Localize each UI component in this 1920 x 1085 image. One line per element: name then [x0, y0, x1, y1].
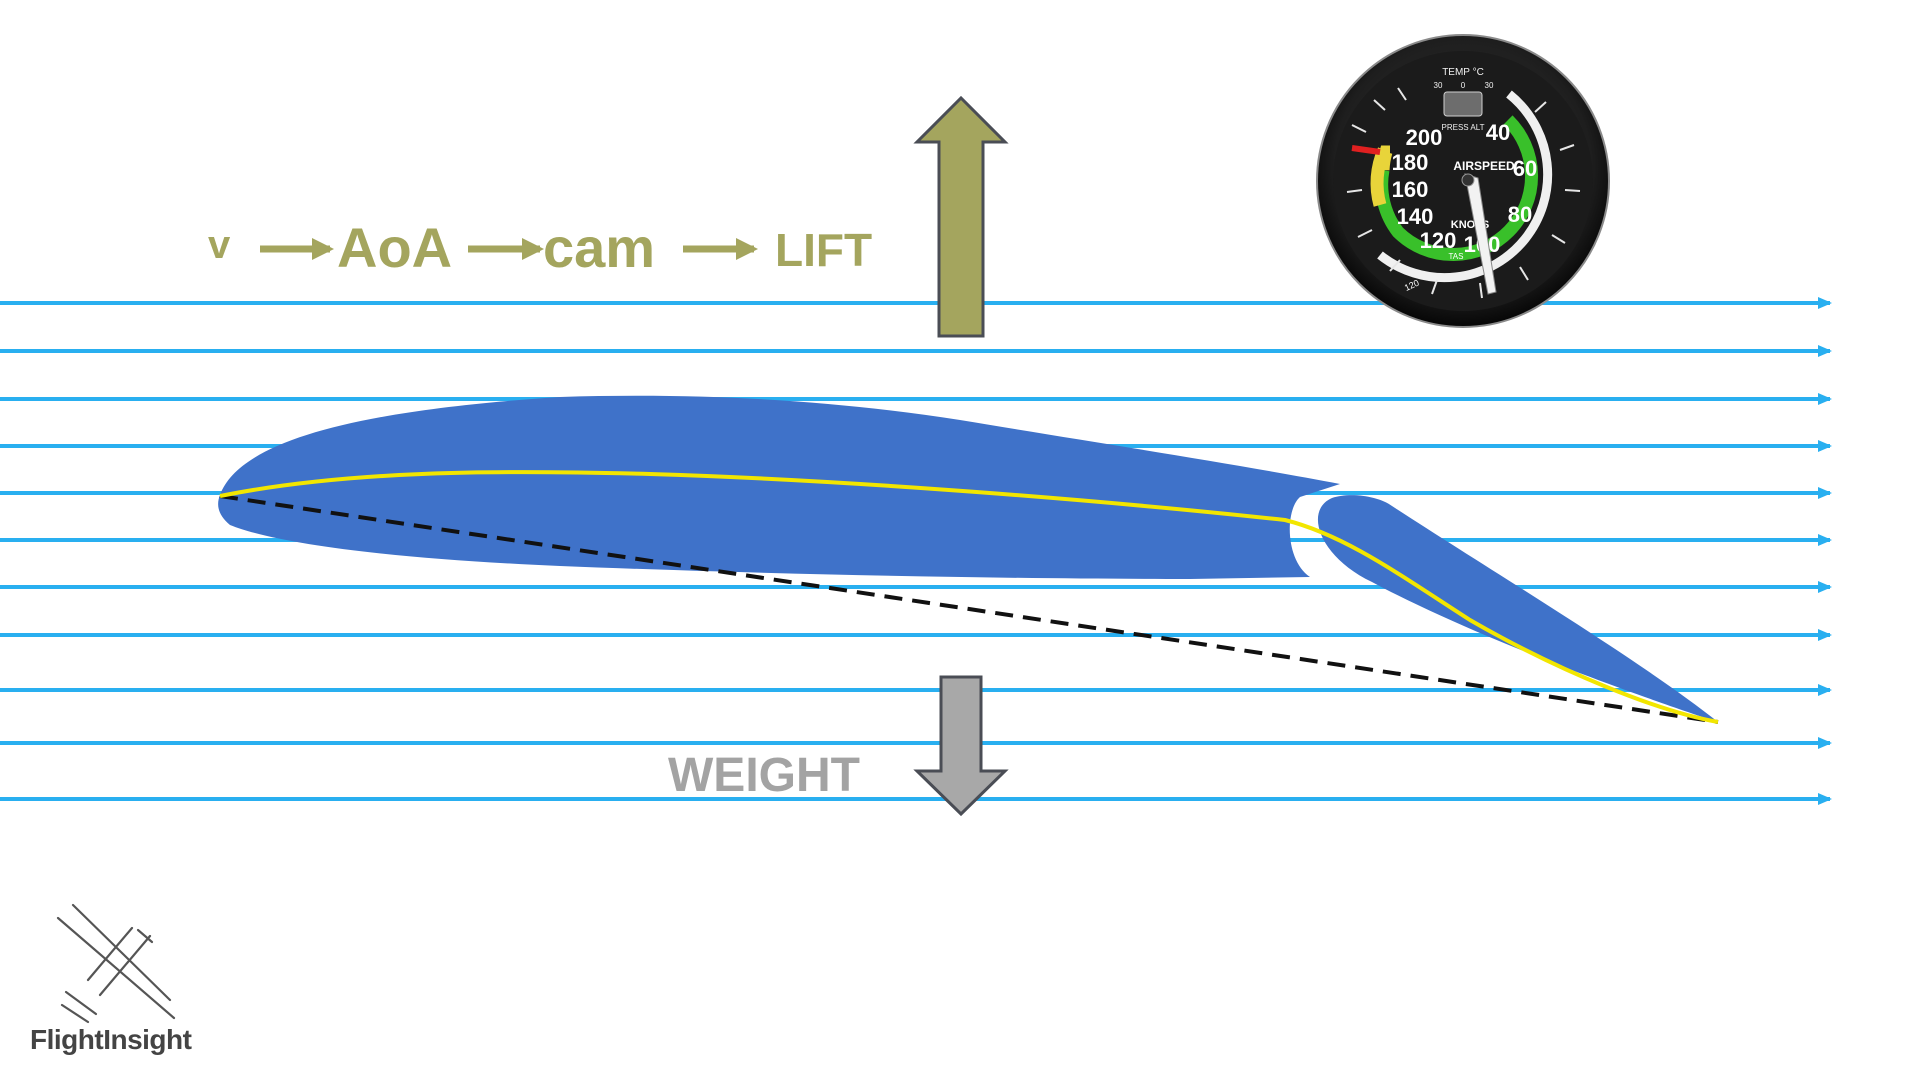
gauge-airspeed-label: AIRSPEED — [1453, 159, 1515, 173]
gauge-mark-160: 160 — [1392, 177, 1429, 202]
gauge-redline — [1351, 145, 1381, 155]
gauge-needle — [1461, 173, 1497, 295]
gauge-mark-80: 80 — [1508, 202, 1532, 227]
gauge-temp-high: 30 — [1485, 81, 1494, 90]
gauge-green-arc — [1375, 115, 1538, 261]
gauge-temp-low: 30 — [1434, 81, 1443, 90]
gauge-press-alt: PRESS ALT — [1442, 123, 1485, 132]
gauge-ticks — [1346, 87, 1581, 299]
camber-line — [219, 470, 1719, 724]
gauge-temp-window — [1443, 91, 1483, 117]
logo-name: FlightInsight — [30, 1024, 192, 1055]
weight-arrow-icon — [913, 675, 1009, 817]
gauge-temp-mid: 0 — [1461, 81, 1466, 90]
gauge-temp-label: TEMP °C — [1442, 67, 1484, 78]
chord-line — [219, 494, 1719, 724]
chain-lift: LIFT — [775, 224, 872, 276]
gauge-yellow-arc — [1370, 145, 1393, 207]
airspeed-indicator: TEMP °C 30 0 30 PRESS ALT 200 40 180 60 … — [1316, 34, 1610, 328]
lift-chain: v AoA cam LIFT — [208, 216, 872, 279]
chain-cam: cam — [543, 216, 655, 279]
gauge-mark-60: 60 — [1513, 156, 1537, 181]
gauge-mark-180: 180 — [1392, 150, 1429, 175]
gauge-mark-120: 120 — [1420, 228, 1457, 253]
airfoil-flap — [1317, 495, 1718, 722]
weight-label: WEIGHT — [668, 749, 860, 802]
gauge-mark-140: 140 — [1397, 204, 1434, 229]
gauge-rim — [1316, 34, 1610, 328]
airfoil-main-body — [218, 395, 1341, 579]
chain-aoa: AoA — [337, 216, 452, 279]
gauge-white-arc — [1377, 90, 1553, 283]
gauge-tas-label: TAS — [1449, 252, 1464, 261]
chain-v: v — [208, 223, 231, 267]
gauge-mark-40: 40 — [1486, 120, 1510, 145]
gauge-mark-200: 200 — [1406, 125, 1443, 150]
airplane-icon — [56, 903, 176, 1024]
lift-arrow-icon — [913, 95, 1009, 338]
